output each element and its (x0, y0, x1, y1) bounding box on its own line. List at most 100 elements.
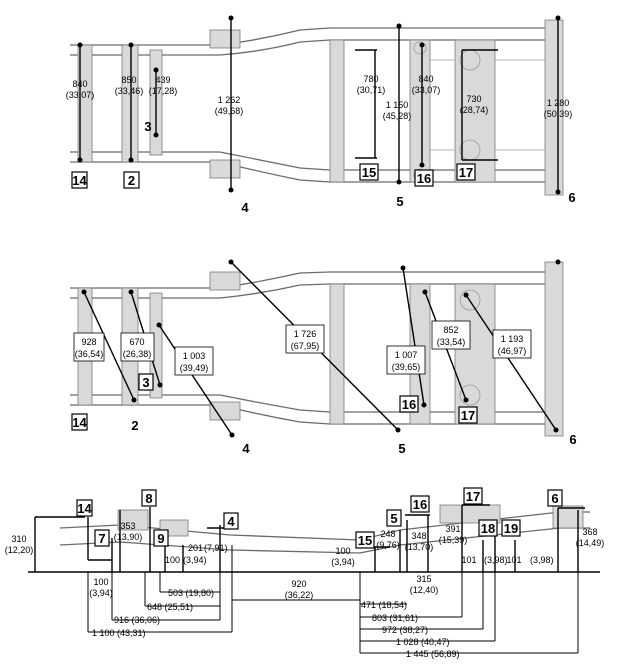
side-marker-17: 17 (463, 487, 483, 505)
top-marker-17: 17 (456, 163, 476, 181)
side-marker-18: 18 (478, 519, 498, 537)
svg-text:14: 14 (72, 415, 87, 430)
side-inch: (3,98) (530, 555, 554, 565)
middle-value: 1 007 (395, 350, 418, 360)
middle-marker-14: 14 (71, 413, 88, 431)
svg-text:17: 17 (466, 489, 480, 504)
side-marker-4: 4 (223, 512, 239, 530)
side-inch: (13,90) (114, 532, 143, 542)
svg-text:16: 16 (417, 171, 431, 186)
svg-text:2: 2 (128, 173, 135, 188)
svg-text:19: 19 (504, 521, 518, 536)
top-value: 1 280 (547, 98, 570, 108)
top-marker-14: 14 (71, 171, 88, 189)
side-label-310: 310 (12,20) (5, 534, 34, 555)
top-label-780: 780 (30,71) (357, 74, 386, 95)
side-inch: (3,94) (89, 588, 113, 598)
side-value: 391 (445, 524, 460, 534)
side-inch: (3,98) (484, 555, 508, 565)
middle-marker-3: 3 (138, 373, 154, 391)
svg-text:3: 3 (144, 119, 151, 134)
middle-inch: (33,54) (437, 337, 466, 347)
svg-text:3: 3 (142, 375, 149, 390)
side-marker-15: 15 (355, 531, 375, 549)
middle-value: 670 (129, 337, 144, 347)
side-label-368: 368 (14,49) (576, 527, 605, 548)
side-label-100a: 100 (3,94) (89, 577, 113, 598)
top-marker-5: 5 (396, 194, 403, 209)
side-value: 920 (291, 579, 306, 589)
top-inch: (50,39) (544, 109, 573, 119)
top-label-850: 850 (33,46) (115, 75, 144, 96)
side-label-100c: 100 (3,94) (331, 546, 355, 567)
side-label-920: 920 (36,22) (285, 579, 314, 600)
side-marker-6: 6 (547, 489, 563, 507)
side-value: 248 (380, 529, 395, 539)
middle-label-852: 852 (33,54) (431, 320, 471, 350)
top-marker-2: 2 (123, 171, 140, 189)
svg-text:9: 9 (157, 531, 164, 546)
side-marker-16: 16 (410, 495, 430, 513)
side-inch: (15,39) (439, 535, 468, 545)
middle-label-1193: 1 193 (46,97) (492, 329, 532, 359)
middle-value: 1 003 (183, 351, 206, 361)
svg-text:2: 2 (131, 418, 138, 433)
side-value: 100 (165, 555, 180, 565)
side-value: 100 (93, 577, 108, 587)
svg-text:5: 5 (398, 441, 405, 456)
side-inch: (12,20) (5, 545, 34, 555)
top-value: 840 (72, 79, 87, 89)
side-marker-7: 7 (94, 529, 110, 547)
side-label-315: 315 (12,40) (410, 574, 439, 595)
middle-label-1007: 1 007 (39,65) (386, 345, 426, 375)
top-marker-15: 15 (359, 163, 379, 181)
middle-inch: (39,49) (180, 363, 209, 373)
svg-text:4: 4 (227, 514, 235, 529)
side-value: 315 (416, 574, 431, 584)
top-inch: (33,07) (66, 90, 95, 100)
side-value: 100 (335, 546, 350, 556)
middle-value: 852 (443, 325, 458, 335)
svg-text:15: 15 (358, 533, 372, 548)
top-inch: (30,71) (357, 85, 386, 95)
side-value: 353 (120, 521, 135, 531)
svg-text:14: 14 (77, 501, 92, 516)
svg-text:6: 6 (569, 432, 576, 447)
top-value: 730 (466, 94, 481, 104)
top-dimension-lines (77, 15, 561, 195)
side-inch: (12,40) (410, 585, 439, 595)
side-inch: (13,70) (405, 542, 434, 552)
side-label-101b: 101 (3,98) (506, 555, 553, 565)
middle-marker-2: 2 (131, 418, 138, 433)
side-marker-9: 9 (153, 529, 169, 547)
side-value: 368 (582, 527, 597, 537)
middle-label-670: 670 (26,38) (120, 332, 155, 362)
side-value: 310 (11, 534, 26, 544)
side-value: 101 (461, 555, 476, 565)
middle-marker-4: 4 (242, 441, 250, 456)
middle-label-1726: 1 726 (67,95) (285, 324, 325, 354)
top-marker-3: 3 (144, 119, 151, 134)
middle-value: 1 193 (501, 334, 524, 344)
top-value: 850 (121, 75, 136, 85)
side-length-1445: 1 445 (56,89) (406, 649, 460, 659)
middle-inch: (36,54) (75, 349, 104, 359)
top-value: 780 (363, 74, 378, 84)
side-label-391: 391 (15,39) (439, 524, 468, 545)
top-value: 840 (418, 74, 433, 84)
side-length-972: 972 (38,27) (382, 625, 428, 635)
top-value: 439 (155, 75, 170, 85)
side-inch: (14,49) (576, 538, 605, 548)
side-marker-5: 5 (386, 509, 402, 527)
middle-value: 1 726 (294, 329, 317, 339)
side-length-648: 648 (25,51) (147, 602, 193, 612)
svg-text:6: 6 (568, 190, 575, 205)
middle-inch: (67,95) (291, 341, 320, 351)
middle-label-1003: 1 003 (39,49) (174, 346, 214, 376)
svg-text:16: 16 (402, 397, 416, 412)
side-inch: (7,91) (204, 543, 228, 553)
middle-marker-5: 5 (398, 441, 405, 456)
top-label-730: 730 (28,74) (460, 94, 489, 115)
